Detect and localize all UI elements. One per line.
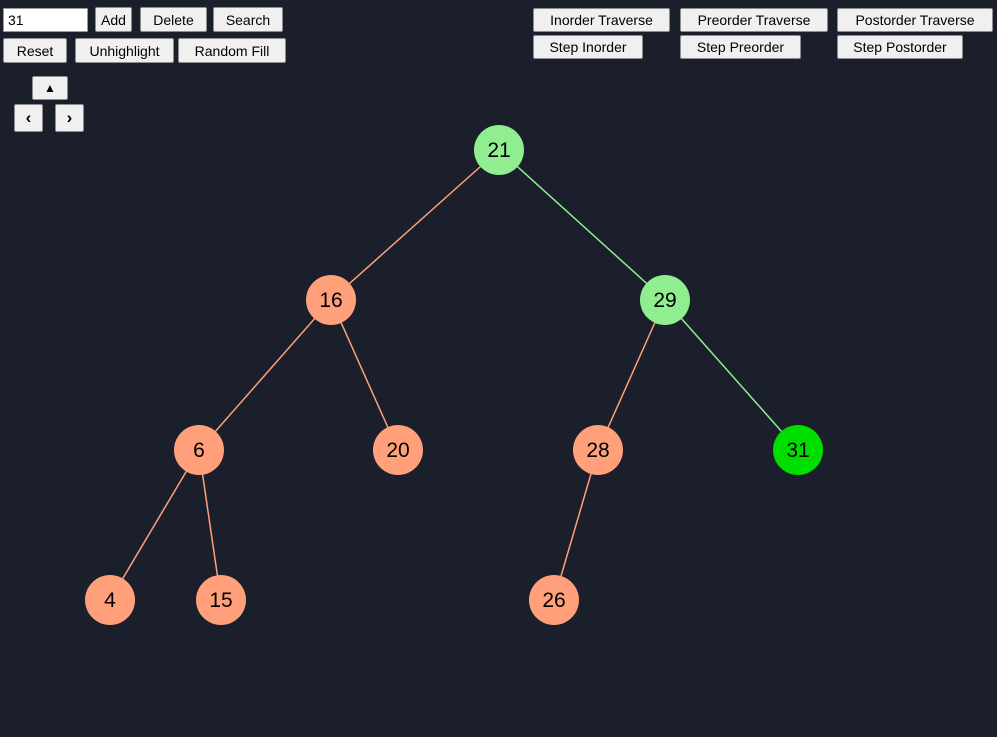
tree-node-value: 4 bbox=[104, 589, 116, 612]
pan-left-button[interactable]: ‹ bbox=[14, 104, 43, 132]
tree-node-circle bbox=[529, 575, 579, 625]
tree-edge bbox=[198, 449, 222, 601]
tree-edge bbox=[330, 299, 399, 451]
tree-edge bbox=[198, 299, 332, 451]
tree-edge bbox=[664, 299, 799, 451]
step-preorder-button[interactable]: Step Preorder bbox=[680, 35, 801, 59]
tree-node-circle bbox=[306, 275, 356, 325]
tree-node-value: 29 bbox=[653, 289, 676, 312]
chevron-left-icon: ‹ bbox=[25, 108, 32, 127]
tree-edge bbox=[109, 449, 200, 601]
preorder-traverse-button[interactable]: Preorder Traverse bbox=[680, 8, 828, 32]
tree-node: 26 bbox=[529, 575, 579, 625]
tree-node-value: 26 bbox=[542, 589, 565, 612]
tree-node-value: 21 bbox=[487, 139, 510, 162]
pan-right-button[interactable]: › bbox=[55, 104, 84, 132]
tree-node: 15 bbox=[196, 575, 246, 625]
tree-edge bbox=[498, 149, 666, 301]
tree-node: 21 bbox=[474, 125, 524, 175]
unhighlight-button[interactable]: Unhighlight bbox=[75, 38, 174, 63]
tree-node-circle bbox=[174, 425, 224, 475]
tree-node-circle bbox=[773, 425, 823, 475]
tree-edge bbox=[553, 449, 599, 601]
tree-node: 29 bbox=[640, 275, 690, 325]
up-arrow-icon: ▲ bbox=[44, 81, 56, 95]
tree-node-circle bbox=[373, 425, 423, 475]
tree-node-value: 31 bbox=[786, 439, 809, 462]
step-postorder-button[interactable]: Step Postorder bbox=[837, 35, 963, 59]
tree-node: 16 bbox=[306, 275, 356, 325]
inorder-traverse-button[interactable]: Inorder Traverse bbox=[533, 8, 670, 32]
tree-node-circle bbox=[640, 275, 690, 325]
tree-edge bbox=[597, 299, 666, 451]
tree-node-circle bbox=[85, 575, 135, 625]
random-fill-button[interactable]: Random Fill bbox=[178, 38, 286, 63]
tree-edge bbox=[330, 149, 500, 301]
tree-node-circle bbox=[573, 425, 623, 475]
step-inorder-button[interactable]: Step Inorder bbox=[533, 35, 643, 59]
tree-node-circle bbox=[196, 575, 246, 625]
tree-node: 4 bbox=[85, 575, 135, 625]
reset-button[interactable]: Reset bbox=[3, 38, 67, 63]
pan-up-button[interactable]: ▲ bbox=[32, 76, 68, 100]
tree-node-value: 20 bbox=[386, 439, 409, 462]
delete-button[interactable]: Delete bbox=[140, 7, 207, 32]
tree-node-value: 16 bbox=[319, 289, 342, 312]
tree-node: 31 bbox=[773, 425, 823, 475]
tree-node-value: 6 bbox=[193, 439, 205, 462]
add-button[interactable]: Add bbox=[95, 7, 132, 32]
tree-node: 28 bbox=[573, 425, 623, 475]
value-input[interactable] bbox=[3, 8, 88, 32]
search-button[interactable]: Search bbox=[213, 7, 283, 32]
tree-node-value: 15 bbox=[209, 589, 232, 612]
tree-node: 20 bbox=[373, 425, 423, 475]
tree-node: 6 bbox=[174, 425, 224, 475]
tree-node-circle bbox=[474, 125, 524, 175]
postorder-traverse-button[interactable]: Postorder Traverse bbox=[837, 8, 993, 32]
chevron-right-icon: › bbox=[66, 108, 73, 127]
tree-node-value: 28 bbox=[586, 439, 609, 462]
